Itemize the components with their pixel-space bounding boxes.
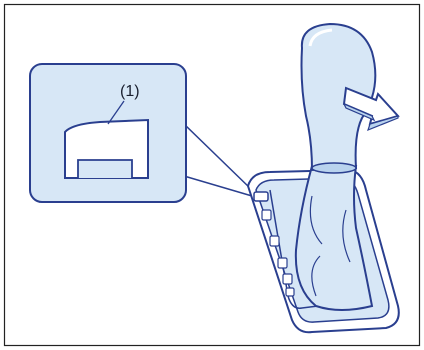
gate-mark-d bbox=[283, 274, 292, 284]
gate-mark-l bbox=[286, 288, 294, 296]
callout-label: (1) bbox=[120, 83, 140, 100]
console-release-button bbox=[254, 192, 268, 201]
gate-mark-n bbox=[278, 258, 287, 268]
gate-mark-p bbox=[262, 210, 271, 220]
button-inset: (1) bbox=[30, 64, 186, 202]
gate-mark-r bbox=[270, 236, 279, 246]
